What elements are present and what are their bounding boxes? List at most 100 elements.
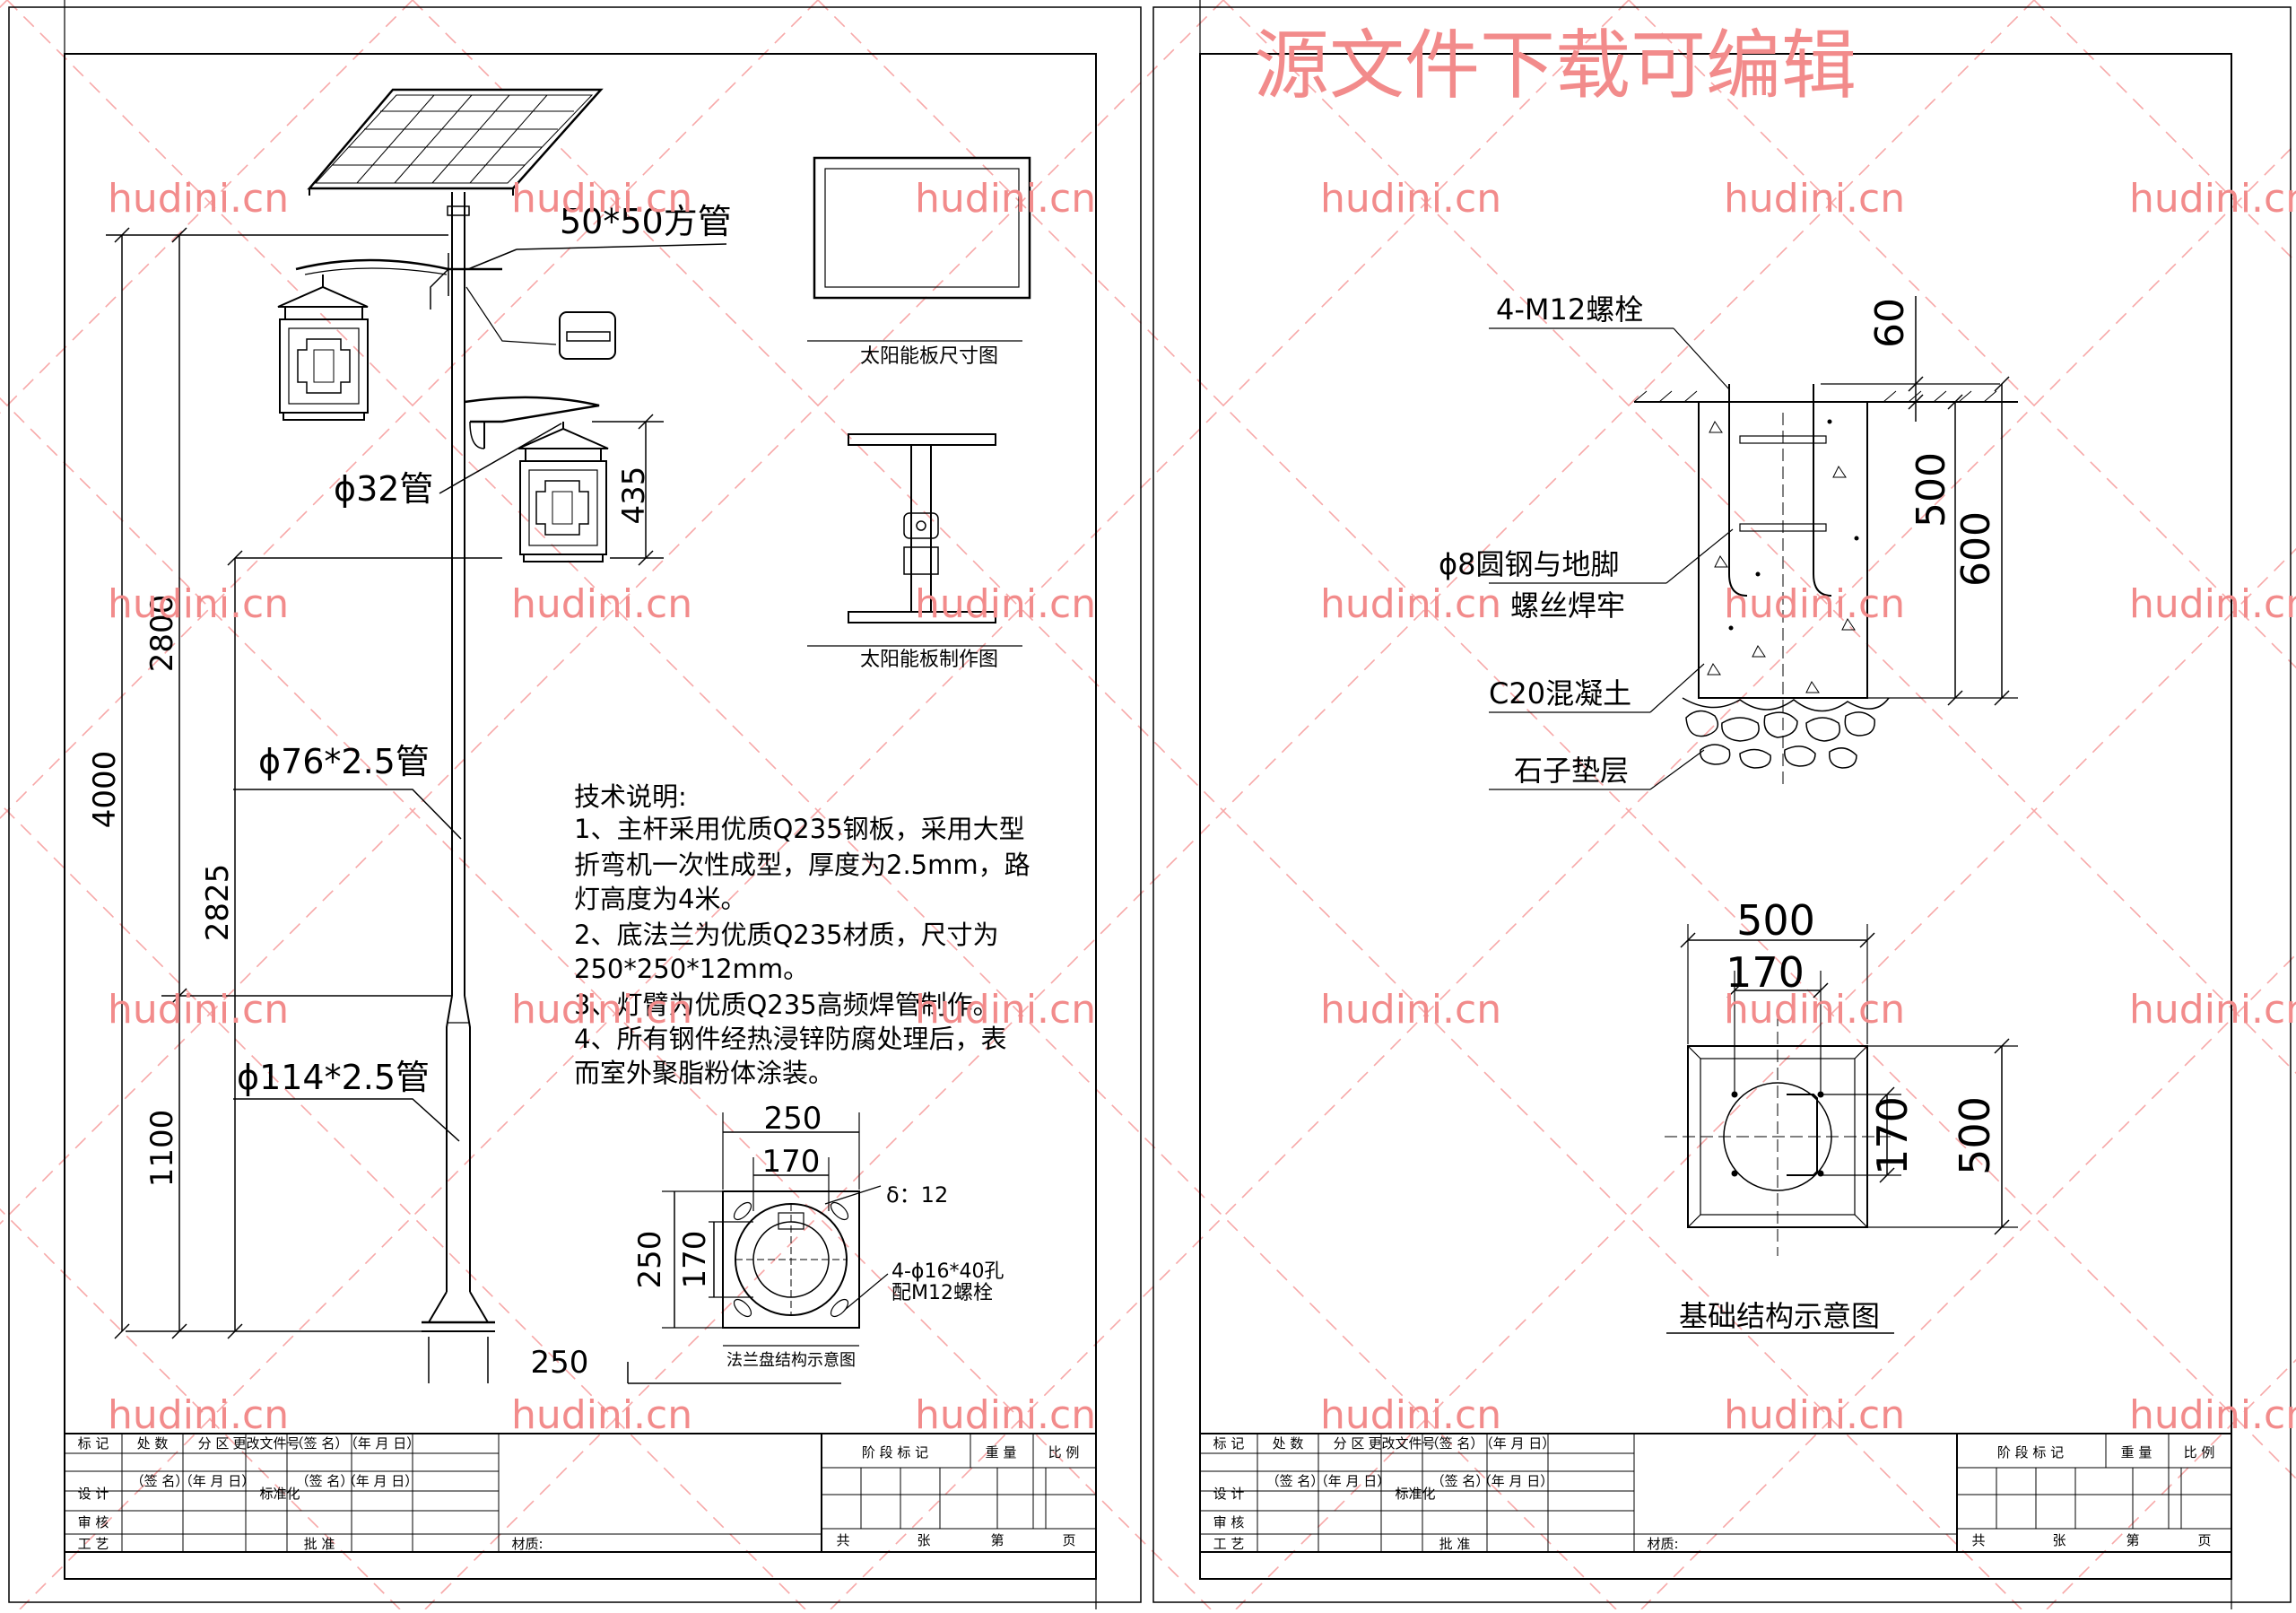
title-block-cell: （年 月 日）: [343, 1473, 419, 1489]
panel-size-title: 太阳能板尺寸图: [860, 345, 998, 368]
dim-lamp-drop: 435: [616, 466, 652, 525]
notes-line-8: 而室外聚脂粉体涂装。: [574, 1058, 834, 1088]
watermark-site-text: hudini.cn: [511, 581, 692, 627]
title-block-right: 标 记处 数分 区更改文件号（签 名）（年 月 日）设 计（签 名）（年 月 日…: [1199, 1433, 2232, 1553]
title-block-cell: 工 艺: [78, 1536, 109, 1552]
title-block-cell: 设 计: [1213, 1486, 1245, 1502]
gravel-label: 石子垫层: [1514, 754, 1629, 788]
title-block-cell: 阶 段 标 记: [862, 1444, 928, 1460]
foundation-dim-total: 600: [1953, 511, 1999, 587]
left-sheet-frame: [8, 0, 1142, 1609]
panel-make-view: [807, 433, 1022, 647]
watermark-site-text: hudini.cn: [108, 176, 289, 222]
plan-caption: 基础结构示意图: [1679, 1299, 1880, 1333]
watermark-site-text: hudini.cn: [108, 581, 289, 627]
foundation-plan: [1665, 924, 2018, 1334]
upper-lamp: [277, 253, 502, 421]
title-block-cell: 更改文件号: [1368, 1435, 1435, 1452]
title-block-cell: 第: [2126, 1532, 2139, 1548]
technical-notes: 技术说明: 1、主杆采用优质Q235钢板，采用大型 折弯机一次性成型，厚度为2.…: [574, 781, 1031, 1088]
notes-line-4: 2、底法兰为优质Q235材质，尺寸为: [574, 920, 999, 950]
rebar-label-1: ϕ8圆钢与地脚: [1439, 547, 1619, 581]
notes-line-2: 折弯机一次性成型，厚度为2.5mm，路: [574, 850, 1031, 880]
square-tube-label: 50*50方管: [560, 202, 732, 241]
title-block-cell: （年 月 日）: [1315, 1473, 1391, 1489]
watermark-text-layer: hudini.cn hudini.cn hudini.cn hudini.cn hudi…: [108, 176, 2296, 1438]
title-block-cell: 审 核: [78, 1514, 109, 1530]
foundation-dim-mid: 500: [1909, 452, 1954, 527]
arm-tube-label: ϕ32管: [334, 469, 433, 509]
title-block-cell: 标准化: [1395, 1486, 1435, 1502]
title-block-cell: 共: [1971, 1532, 1985, 1548]
watermark-site-text: hudini.cn: [1724, 176, 1905, 222]
title-block-cell: 重 量: [986, 1444, 1017, 1460]
title-block-cell: 处 数: [1273, 1435, 1304, 1452]
street-lamp-elevation: [277, 88, 616, 1332]
watermark-site-text: hudini.cn: [108, 987, 289, 1033]
left-dimensions: [106, 234, 664, 1383]
watermark-site-text: hudini.cn: [2129, 581, 2296, 627]
title-block-cell: 设 计: [78, 1486, 109, 1502]
dim-total-height: 4000: [87, 751, 123, 829]
title-block-cell: 页: [1062, 1532, 1075, 1548]
lower-lamp: [464, 396, 609, 562]
watermark-site-text: hudini.cn: [1724, 581, 1905, 627]
watermark-site-text: hudini.cn: [108, 1392, 289, 1438]
watermark-site-text: hudini.cn: [1724, 987, 1905, 1033]
watermark-site-text: hudini.cn: [2129, 176, 2296, 222]
title-block-cell: （年 月 日）: [1480, 1435, 1556, 1452]
title-block-cell: （签 名）: [1426, 1435, 1484, 1452]
flange-caption: 法兰盘结构示意图: [726, 1351, 856, 1370]
watermark-site-text: hudini.cn: [511, 987, 692, 1033]
title-block-cell: 共: [836, 1532, 849, 1548]
dim-base-width: 250: [531, 1345, 589, 1381]
title-block-cell: （签 名）: [1431, 1473, 1490, 1489]
notes-line-7: 4、所有钢件经热浸锌防腐处理后，表: [574, 1024, 1006, 1054]
title-block-cell: 页: [2197, 1532, 2211, 1548]
title-block-cell: （签 名）: [131, 1473, 189, 1489]
title-block-cell: 比 例: [1048, 1444, 1080, 1460]
title-block-cell: 审 核: [1213, 1514, 1245, 1530]
notes-line-6: 3、灯臂为优质Q235高频焊管制作。: [574, 990, 999, 1020]
title-block-cell: 材质:: [511, 1536, 543, 1552]
notes-line-3: 灯高度为4米。: [574, 884, 746, 914]
plan-dim-outer-side: 500: [1951, 1096, 1999, 1175]
dim-upper-height: 2800: [144, 595, 180, 673]
title-block-cell: 分 区: [198, 1435, 230, 1452]
title-block-cell: （签 名）: [1266, 1473, 1325, 1489]
panel-make-title: 太阳能板制作图: [860, 649, 998, 671]
watermark-banner: 源文件下载可编辑: [1254, 22, 1857, 109]
flange-dim-outer-side: 250: [632, 1231, 668, 1289]
flange-dim-inner-side: 170: [677, 1231, 713, 1289]
watermark-site-text: hudini.cn: [1320, 176, 1501, 222]
title-block-cell: 批 准: [304, 1536, 335, 1552]
notes-line-1: 1、主杆采用优质Q235钢板，采用大型: [574, 814, 1025, 844]
watermark-site-text: hudini.cn: [2129, 1392, 2296, 1438]
concrete-label: C20混凝土: [1489, 676, 1631, 711]
foundation-bolts-label: 4-M12螺栓: [1496, 292, 1643, 327]
title-block-cell: 工 艺: [1213, 1536, 1245, 1552]
flange-thickness: δ：12: [886, 1182, 948, 1208]
title-block-cell: 处 数: [137, 1435, 169, 1452]
dim-base-height: 1100: [144, 1110, 180, 1188]
left-dim-ticks: [114, 227, 654, 1339]
title-block-cell: 分 区: [1334, 1435, 1365, 1452]
title-block-cell: 标准化: [259, 1486, 300, 1502]
title-block-cell: （年 月 日）: [179, 1473, 256, 1489]
title-block-cell: 阶 段 标 记: [1997, 1444, 2064, 1460]
flange-bolts: 配M12螺栓: [891, 1282, 993, 1304]
notes-heading: 技术说明:: [574, 781, 687, 812]
title-block-cell: 材质:: [1647, 1536, 1678, 1552]
watermark-site-text: hudini.cn: [2129, 987, 2296, 1033]
watermark-site-text: hudini.cn: [511, 176, 692, 222]
title-block-cell: （年 月 日）: [344, 1435, 421, 1452]
dim-mid-height: 2825: [200, 864, 236, 942]
notes-line-5: 250*250*12mm。: [574, 954, 809, 984]
watermark-site-text: hudini.cn: [1320, 987, 1501, 1033]
title-block-cell: 标 记: [1213, 1435, 1245, 1452]
watermark-site-text: hudini.cn: [1320, 581, 1501, 627]
plan-dim-inner-side: 170: [1868, 1096, 1917, 1175]
watermark-site-text: hudini.cn: [915, 581, 1096, 627]
left-leaders: [233, 243, 841, 1384]
